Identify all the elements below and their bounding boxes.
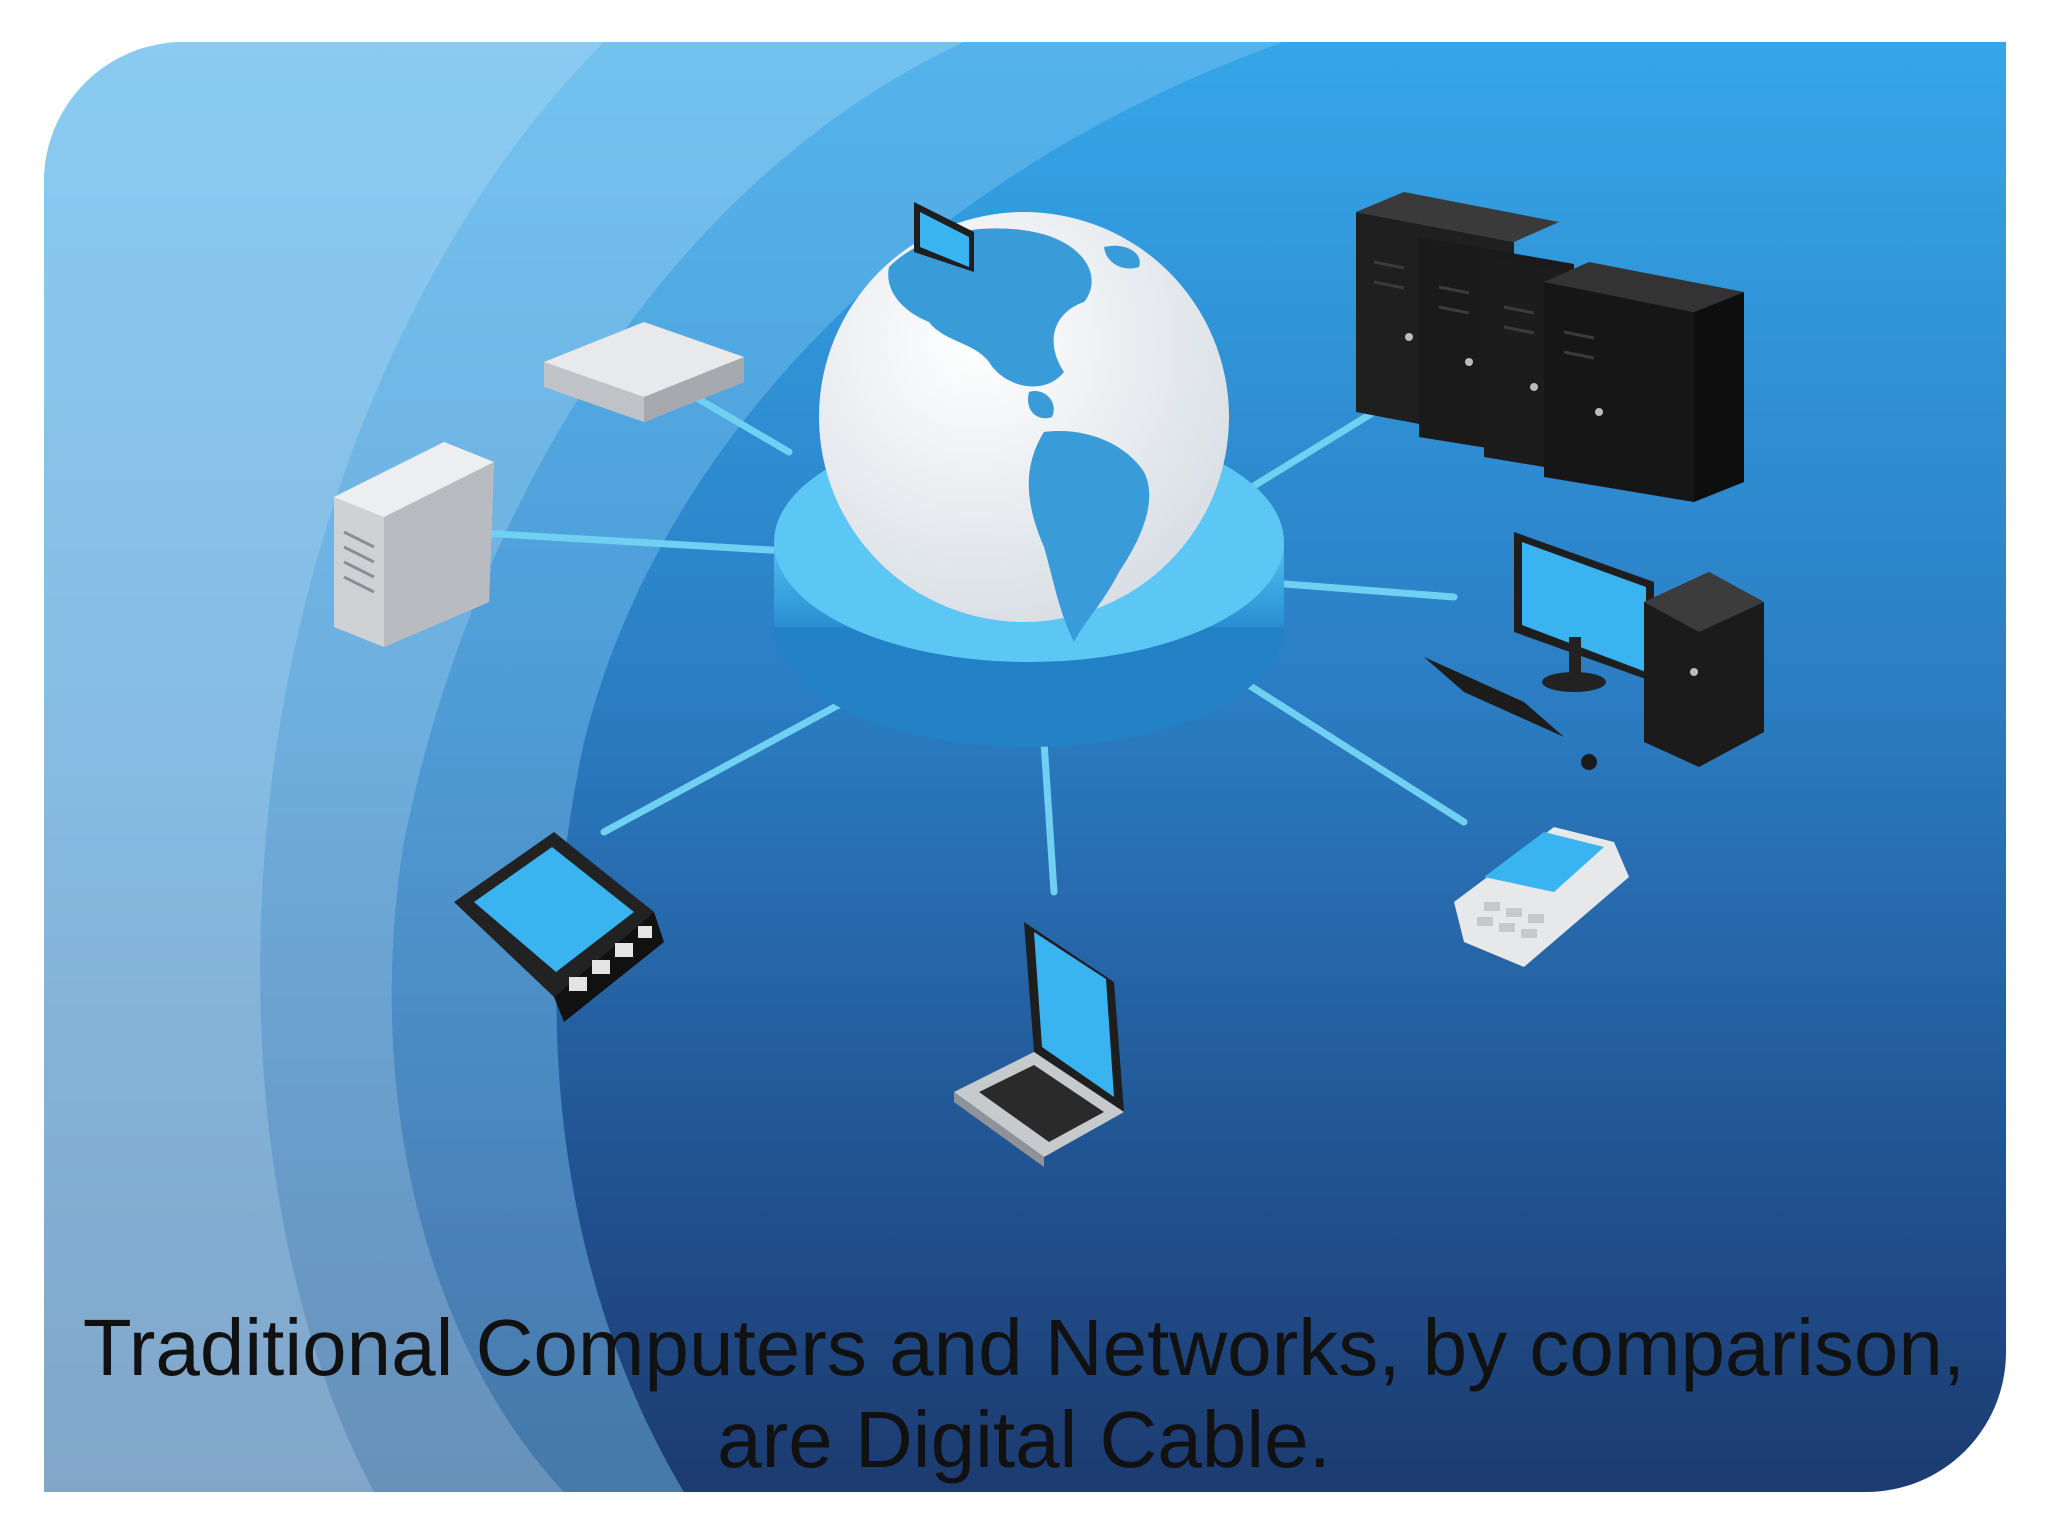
tablet-icon	[454, 832, 664, 1022]
monitor-icon	[914, 202, 974, 272]
caption-line-1: Traditional Computers and Networks, by c…	[82, 1303, 1966, 1392]
mobile-phone-icon	[1454, 827, 1629, 967]
router-icon	[544, 322, 744, 422]
caption: Traditional Computers and Networks, by c…	[44, 1302, 2006, 1486]
network-illustration	[334, 192, 1764, 1167]
desktop-computer-icon	[1424, 532, 1764, 770]
caption-line-2: are Digital Cable.	[717, 1395, 1331, 1484]
laptop-icon	[954, 922, 1124, 1167]
server-rack-icon	[1356, 192, 1744, 502]
modem-icon	[334, 442, 494, 647]
slide: Traditional Computers and Networks, by c…	[44, 42, 2006, 1492]
globe-icon	[819, 212, 1229, 642]
